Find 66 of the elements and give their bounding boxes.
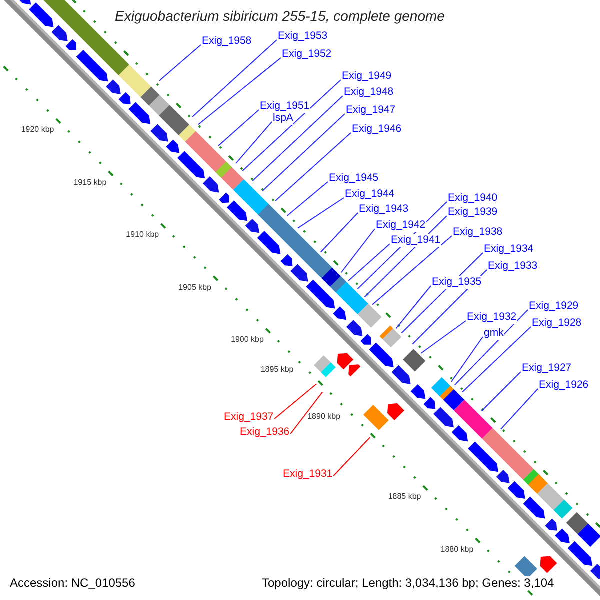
leader-line [420,320,466,354]
scale-tick-label: 1900 kbp [231,335,264,344]
leader-line [372,236,452,306]
leader-line [454,310,528,386]
gene-label: Exig_1931 [283,468,333,480]
gene-label: Exig_1948 [344,86,394,98]
gene-label: gmk [484,327,504,339]
scale-tick-label: 1885 kbp [388,492,422,502]
scale-tick-label: 1895 kbp [260,364,294,374]
genome-info: Accession: NC_010556 [10,576,136,590]
gene-label: Exig_1932 [467,311,517,323]
leader-line [298,198,344,229]
diagram-title: Exiguobacterium sibiricum 255-15, complete genome [115,8,445,24]
gene-label: lspA [273,112,294,124]
leader-line [192,40,278,118]
gene-label: Exig_1949 [342,70,392,82]
leader-line [252,96,344,182]
leader-line [218,110,260,146]
scale-tick-label: 1880 kbp [440,544,474,554]
gene-label: Exig_1942 [376,219,426,231]
leader-line [274,384,318,420]
leader-line [340,228,376,274]
leader-line [462,326,532,393]
gene-label: Exig_1926 [539,379,589,391]
gene-label: Exig_1940 [448,192,498,204]
gene-label: Exig_1951 [260,100,310,112]
scale-tick-label: 1915 kbp [74,178,107,187]
leader-line [290,392,324,434]
leader-line [396,286,432,330]
genome-info: Topology: circular; Length: 3,034,136 bp; Genes: 3,104 [262,576,554,590]
leader-line [262,114,346,192]
leader-line [236,122,272,164]
leader-line [158,44,202,82]
gene-label: Exig_1945 [329,172,379,184]
gene-label: Exig_1947 [346,104,396,116]
gene-label: Exig_1944 [345,188,395,200]
gene-label: Exig_1938 [453,226,503,238]
gene-label: Exig_1927 [522,362,572,374]
gene-label: Exig_1933 [488,260,538,272]
gene-label: Exig_1953 [278,30,328,42]
gene-label: Exig_1928 [532,317,582,329]
leader-line [275,132,352,202]
gene-label: Exig_1934 [484,243,534,255]
gene-label: Exig_1939 [448,206,498,218]
gene-label: Exig_1929 [529,300,579,312]
scale-tick-label: 1905 kbp [178,282,212,292]
leader-line [242,80,342,172]
gene-label: Exig_1936 [240,426,290,438]
leader-line [198,58,282,126]
scale-tick-label: 1890 kbp [308,412,341,421]
leader-line [451,336,484,382]
gene-label: Exig_1937 [224,411,274,423]
gene-label: Exig_1943 [359,203,409,215]
leader-line [500,388,538,430]
gene-label: Exig_1941 [391,234,441,246]
scale-tick-label: 1910 kbp [126,230,160,240]
gene-label: Exig_1958 [202,35,252,47]
leader-line [320,212,358,253]
scale-tick-label: 1920 kbp [21,125,54,134]
leader-line [348,244,390,282]
leader-line [481,372,522,412]
gene-label: Exig_1952 [282,48,332,60]
gene-label: Exig_1935 [432,276,482,288]
leader-line [333,437,371,476]
leader-line [286,182,328,216]
gene-label: Exig_1946 [352,123,402,135]
